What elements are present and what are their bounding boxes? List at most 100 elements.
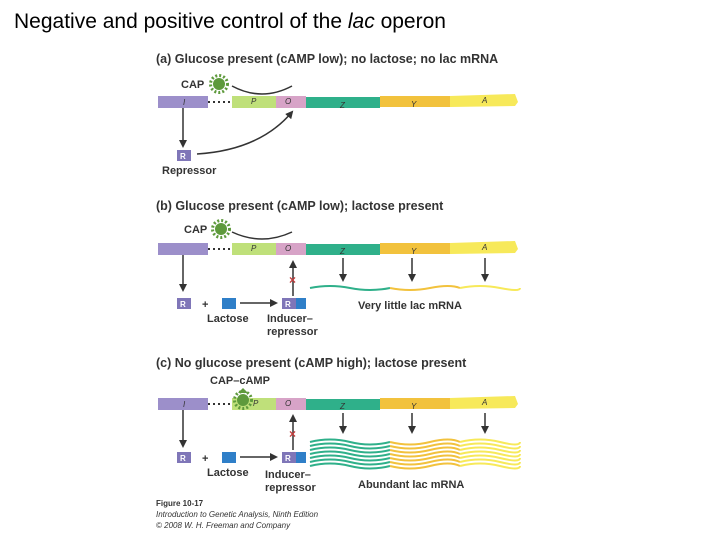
gene-i xyxy=(158,398,208,410)
mrna-strand xyxy=(459,442,521,450)
book-title: Introduction to Genetic Analysis, Ninth … xyxy=(156,510,319,519)
cap-no-binding-arc-b xyxy=(231,231,293,240)
repressor-box-a xyxy=(177,150,191,161)
repressor-binds-operator-arrow xyxy=(196,110,294,155)
mrna-strand xyxy=(309,446,391,454)
cap-label-a: CAP xyxy=(181,79,204,91)
panel-b-header: (b) Glucose present (cAMP low); lactose … xyxy=(156,199,444,213)
mrna-strand xyxy=(389,285,461,291)
gene-y-label: Y xyxy=(411,402,417,411)
gene-z-label: Z xyxy=(339,101,346,110)
cap-protein-b: CAP xyxy=(184,219,231,239)
mrna-strand xyxy=(389,450,461,458)
mrna-label-c: Abundant lac mRNA xyxy=(358,479,464,491)
slide-title: Negative and positive control of the lac… xyxy=(14,10,446,34)
cap-no-binding-arc-a xyxy=(231,85,293,95)
promoter xyxy=(232,243,276,255)
repressor-box-label-b: R xyxy=(180,300,186,309)
promoter-label: P xyxy=(251,244,257,253)
inducer-label-c-2: repressor xyxy=(265,482,316,494)
gene-y xyxy=(380,243,450,254)
mrna-strand xyxy=(309,438,391,446)
plus-sign-b: + xyxy=(202,299,208,311)
lactose-label-c: Lactose xyxy=(207,467,249,479)
mrna-strand xyxy=(459,438,521,446)
mrna-strand xyxy=(459,446,521,454)
cap-spikes-icon xyxy=(233,390,253,410)
mrna-strand xyxy=(459,285,521,291)
repressor-box-label-a: R xyxy=(180,152,186,161)
gene-a-label: A xyxy=(481,243,487,252)
gene-i-label: I xyxy=(183,98,186,107)
inducer-label-c-1: Inducer– xyxy=(265,469,311,481)
dna-strand-a: I P O Z Y A xyxy=(158,94,518,110)
inducer-repressor-i-box-b xyxy=(296,298,306,309)
slide-title-italic: lac xyxy=(347,10,375,33)
gene-i xyxy=(158,243,208,255)
inducer-repressor-r-box-c xyxy=(282,452,296,463)
mrna-strand xyxy=(459,462,521,470)
dna-strand-c: I P O Z Y A xyxy=(158,396,518,411)
mrna-strand xyxy=(459,458,521,466)
copyright: © 2008 W. H. Freeman and Company xyxy=(156,521,291,530)
lactose-box-b xyxy=(222,298,236,309)
mrna-strand xyxy=(309,450,391,458)
promoter xyxy=(232,96,276,108)
panel-c-header: (c) No glucose present (cAMP high); lact… xyxy=(156,356,467,370)
gene-z xyxy=(306,399,380,410)
gene-z xyxy=(306,97,380,108)
operator xyxy=(276,243,306,255)
panel-c: (c) No glucose present (cAMP high); lact… xyxy=(156,356,521,494)
mrna-strand xyxy=(389,442,461,450)
inducer-repressor-r-box-b xyxy=(282,298,296,309)
inducer-repressor-i-box-c xyxy=(296,452,306,463)
mrna-strand xyxy=(309,285,391,291)
cap-camp-bound xyxy=(233,388,253,410)
cap-icon xyxy=(215,223,227,235)
mrna-strand xyxy=(309,442,391,450)
inducer-label-b-1: Inducer– xyxy=(267,313,313,325)
gene-i xyxy=(158,96,208,108)
inducer-r-label-c: R xyxy=(285,454,291,463)
figure-number: Figure 10-17 xyxy=(156,499,204,508)
cap-icon xyxy=(213,78,225,90)
gene-a xyxy=(450,94,518,107)
slide-title-text: Negative and positive control of the xyxy=(14,10,348,33)
operator-label: O xyxy=(285,244,291,253)
mrna-trace-b xyxy=(309,285,521,291)
mrna-strand xyxy=(389,446,461,454)
mrna-bundle-c xyxy=(309,438,521,470)
blocked-x-mark-c: × xyxy=(289,427,296,441)
mrna-strand xyxy=(389,458,461,466)
mrna-strand xyxy=(389,438,461,446)
repressor-box-b xyxy=(177,298,191,309)
gene-y-label: Y xyxy=(411,100,417,109)
operator-label: O xyxy=(285,399,291,408)
lactose-label-b: Lactose xyxy=(207,313,249,325)
gene-z-label: Z xyxy=(339,402,346,411)
cap-spikes-icon xyxy=(211,219,231,239)
cap-camp-label: CAP–cAMP xyxy=(210,375,270,387)
gene-a xyxy=(450,241,518,254)
promoter-label: P xyxy=(251,97,257,106)
gene-z-label: Z xyxy=(339,247,346,256)
lactose-box-c xyxy=(222,452,236,463)
gene-a xyxy=(450,396,518,409)
panel-a: (a) Glucose present (cAMP low); no lacto… xyxy=(156,52,518,177)
gene-i-label: I xyxy=(183,400,186,409)
operator xyxy=(276,96,306,108)
gene-y xyxy=(380,96,450,107)
plus-sign-c: + xyxy=(202,453,208,465)
cap-icon xyxy=(237,394,249,406)
mrna-strand xyxy=(309,462,391,470)
repressor-box-c xyxy=(177,452,191,463)
panel-a-header: (a) Glucose present (cAMP low); no lacto… xyxy=(156,52,498,66)
inducer-r-label-b: R xyxy=(285,300,291,309)
mrna-strand xyxy=(309,458,391,466)
figure-caption: Figure 10-17 Introduction to Genetic Ana… xyxy=(156,499,319,530)
dna-strand-b: P O Z Y A xyxy=(158,241,518,256)
panel-b: (b) Glucose present (cAMP low); lactose … xyxy=(156,199,521,338)
gene-a-label: A xyxy=(481,96,487,105)
camp-icon xyxy=(238,388,248,393)
cap-spikes-icon xyxy=(209,74,229,94)
